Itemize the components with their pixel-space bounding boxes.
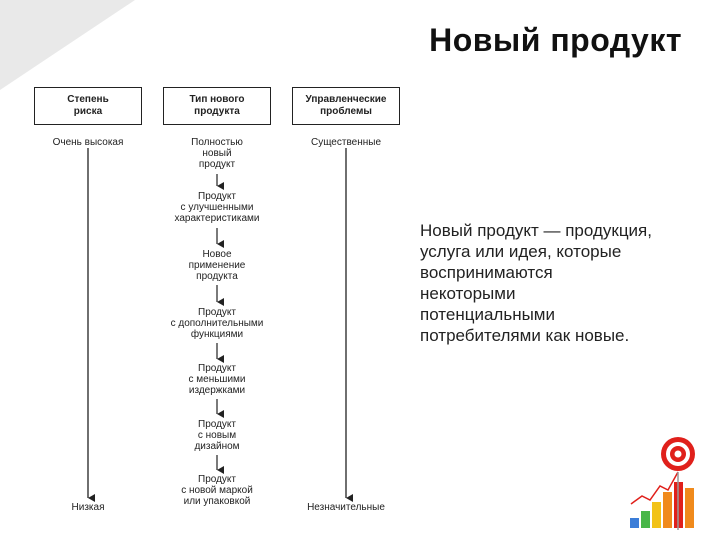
header-management-problems: Управленческие проблемы <box>292 87 400 125</box>
product-type-item: Продукт с меньшими издержками <box>157 363 277 396</box>
problems-bottom-label: Незначительные <box>292 502 400 513</box>
page-title: Новый продукт <box>429 22 682 58</box>
product-type-item: Продукт с новой маркой или упаковкой <box>157 474 277 507</box>
product-type-item: Продукт с новым дизайном <box>157 419 277 452</box>
bar-chart-icon <box>630 471 694 528</box>
target-icon <box>630 437 695 530</box>
product-type-item: Продукт с дополнительными функциями <box>157 307 277 340</box>
product-type-item: Новое применение продукта <box>157 249 277 282</box>
product-type-item: Продукт с улучшенными характеристиками <box>157 191 277 224</box>
definition-text: Новый продукт — продукция, услуга или ид… <box>420 221 652 345</box>
header-product-type: Тип нового продукта <box>163 87 271 125</box>
risk-top-label: Очень высокая <box>38 137 138 148</box>
header-risk: Степень риска <box>34 87 142 125</box>
problems-top-label: Существенные <box>296 137 396 148</box>
product-type-item: Полностью новый продукт <box>157 137 277 170</box>
risk-bottom-label: Низкая <box>48 502 128 513</box>
